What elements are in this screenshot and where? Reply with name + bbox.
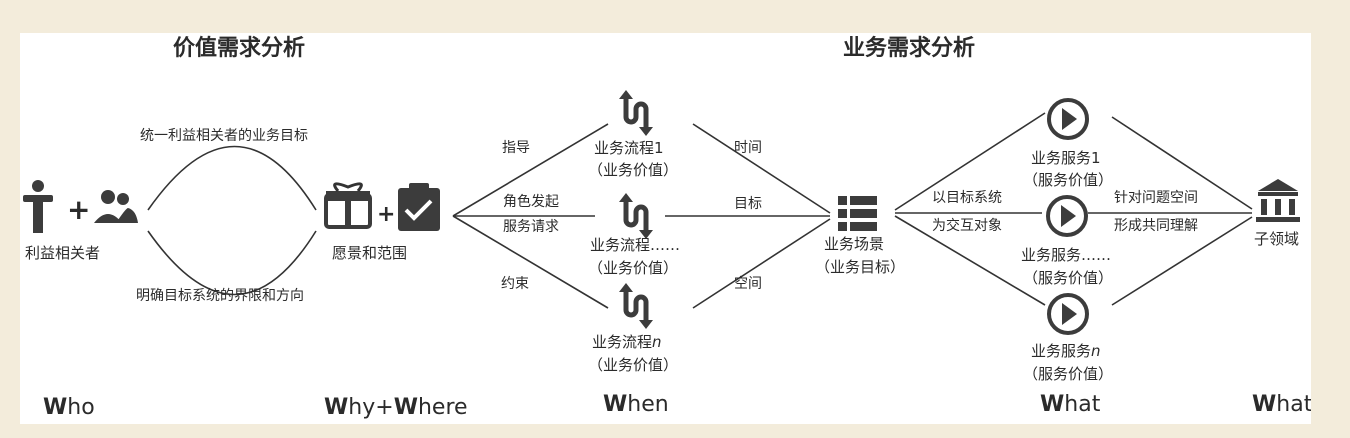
- subdomain-label: 子领域: [1254, 230, 1299, 248]
- edge-target-label-1: 以目标系统: [932, 190, 1002, 206]
- arc-top: [147, 145, 317, 211]
- edge-role-label-1: 角色发起: [503, 193, 559, 210]
- process-diamond: [452, 123, 831, 309]
- service-2-name: 业务服务……: [1021, 246, 1111, 264]
- diagram: 价值需求分析 业务需求分析 + 利益相关者 统一利益相关者的业务目标 明确目标系…: [23, 35, 1311, 420]
- edge-problem-label-2: 形成共同理解: [1114, 218, 1198, 234]
- gift-icon: [324, 182, 372, 229]
- service-diamond: [894, 112, 1253, 306]
- play-circle-icon: [1047, 293, 1089, 335]
- process-2-name: 业务流程……: [590, 236, 680, 254]
- service-2-value: （服务价值）: [1023, 269, 1113, 287]
- question-what: What: [1040, 392, 1101, 417]
- heading-business-analysis: 业务需求分析: [843, 36, 975, 61]
- edge-guide-label: 指导: [502, 140, 530, 156]
- process-n-value: （业务价值）: [588, 356, 678, 374]
- service-n-value: （服务价值）: [1023, 365, 1113, 383]
- flow-arrows-icon: [619, 90, 653, 136]
- process-1-value: （业务价值）: [588, 161, 678, 179]
- diagram-canvas: 价值需求分析 业务需求分析 + 利益相关者 统一利益相关者的业务目标 明确目标系…: [20, 33, 1311, 424]
- service-n-name: 业务服务n: [1031, 342, 1101, 360]
- stakeholders-label: 利益相关者: [25, 244, 100, 262]
- heading-value-analysis: 价值需求分析: [173, 35, 305, 61]
- question-why-where: Why+Where: [324, 395, 468, 420]
- plus-sign-2: +: [377, 202, 395, 227]
- edge-target-label-2: 为交互对象: [932, 217, 1002, 234]
- scenario-name: 业务场景: [824, 235, 884, 253]
- edge-problem-label-1: 针对问题空间: [1114, 190, 1198, 206]
- service-1-value: （服务价值）: [1023, 171, 1113, 189]
- list-icon: [838, 196, 877, 231]
- question-when: When: [603, 392, 669, 417]
- flow-arrows-icon: [619, 283, 653, 329]
- arc-top-label: 统一利益相关者的业务目标: [140, 128, 308, 144]
- process-1-name: 业务流程1: [594, 139, 664, 157]
- process-n-name: 业务流程n: [592, 333, 662, 351]
- service-1-name: 业务服务1: [1031, 149, 1101, 167]
- person-icon: [23, 180, 53, 233]
- play-circle-icon: [1046, 195, 1088, 237]
- bank-icon: [1256, 179, 1300, 222]
- scenario-goal: （业务目标）: [815, 258, 905, 276]
- question-who: Who: [43, 395, 95, 420]
- play-circle-icon: [1047, 98, 1089, 140]
- process-2-value: （业务价值）: [588, 259, 678, 277]
- edge-constraint-label: 约束: [501, 276, 529, 292]
- clipboard-check-icon: [398, 183, 440, 231]
- arc-bottom: [147, 230, 317, 296]
- question-what-2: What: [1252, 392, 1311, 417]
- edge-space-label: 空间: [734, 276, 762, 292]
- arc-bottom-label: 明确目标系统的界限和方向: [136, 288, 304, 304]
- edge-time-label: 时间: [734, 140, 762, 156]
- edge-role-label-2: 服务请求: [503, 219, 559, 235]
- flow-arrows-icon: [619, 193, 653, 239]
- vision-label: 愿景和范围: [332, 244, 407, 262]
- edge-goal-label: 目标: [734, 196, 762, 212]
- plus-sign: +: [67, 193, 90, 226]
- group-icon: [94, 190, 138, 223]
